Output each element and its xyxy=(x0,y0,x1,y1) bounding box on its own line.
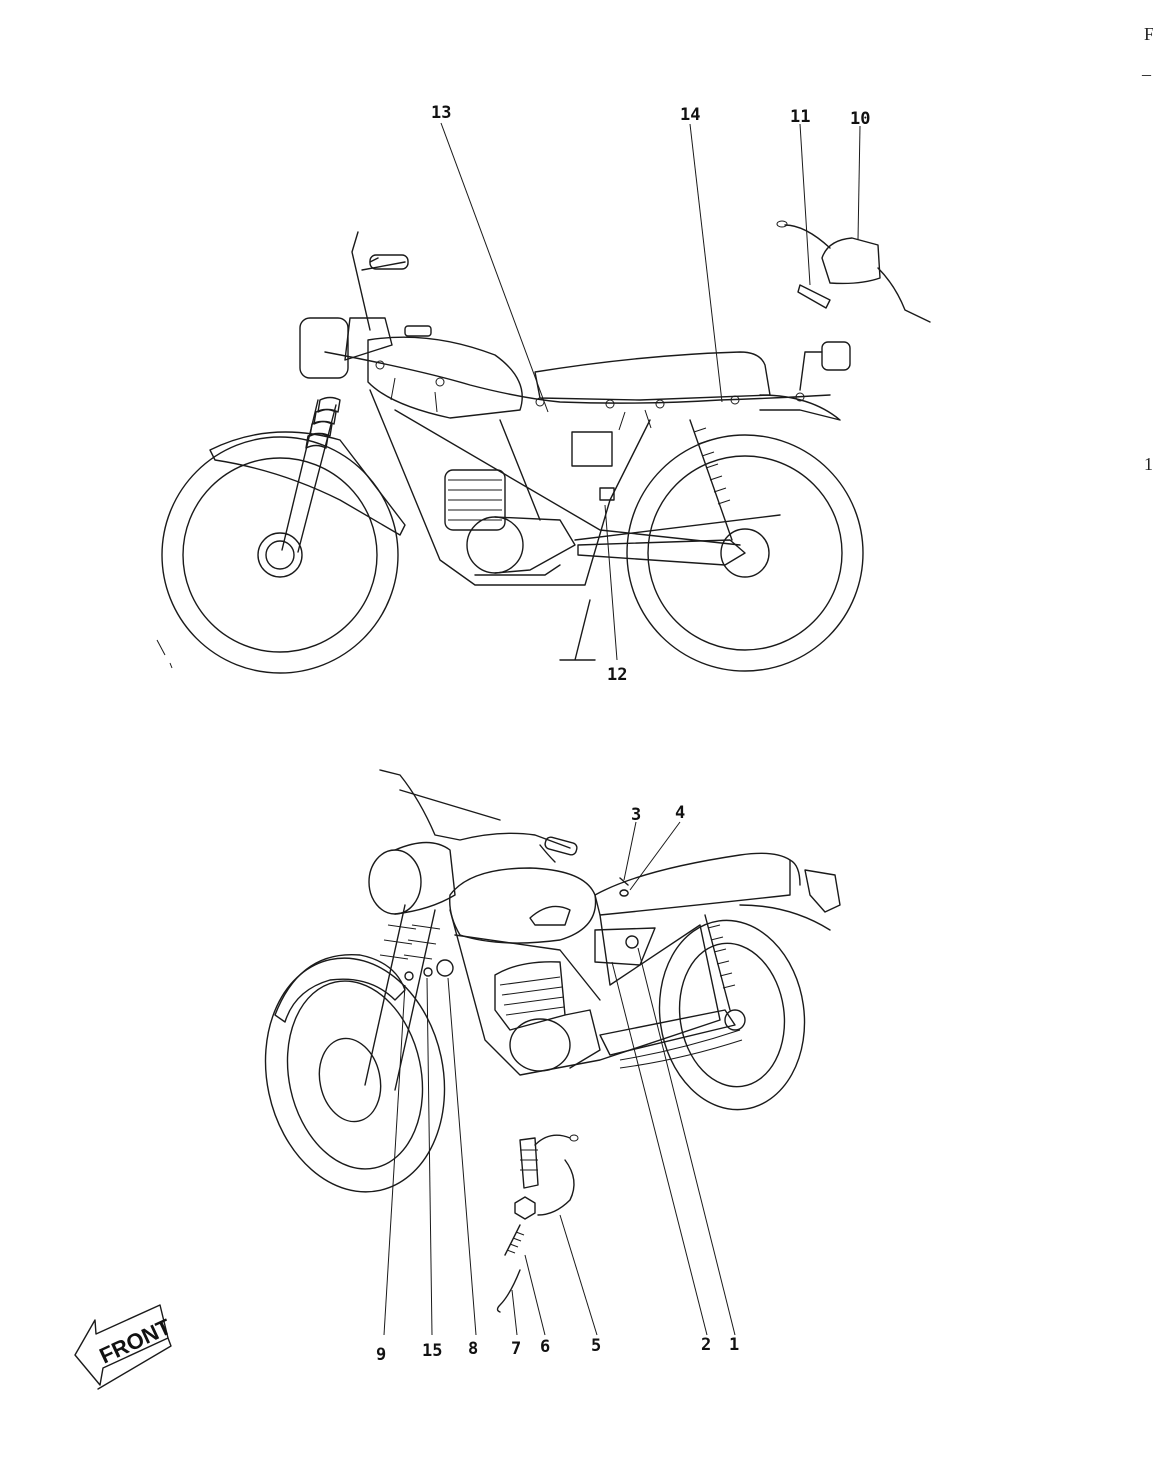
tank-emblem xyxy=(529,905,571,926)
edge-mark-top: F xyxy=(1144,24,1153,44)
bottom-leader-lines xyxy=(383,821,736,1336)
front-tire xyxy=(161,436,399,674)
rear-tire-2 xyxy=(658,919,806,1111)
callout-10: 10 xyxy=(850,109,870,129)
headlight xyxy=(299,317,349,379)
switch-lead-wire xyxy=(537,1159,575,1216)
battery-strap xyxy=(599,487,615,501)
edge-mark-right: 1 xyxy=(1144,454,1153,474)
engine-cylinder xyxy=(444,469,506,531)
bolt-head xyxy=(404,971,414,981)
fuel-tank xyxy=(367,336,523,419)
spark-plug-cap xyxy=(797,284,831,309)
tail-light xyxy=(821,341,851,371)
tail-light-2 xyxy=(789,859,841,913)
rear-tire xyxy=(626,434,864,672)
engine-cylinder-2 xyxy=(494,961,566,1031)
seat-2 xyxy=(594,852,791,916)
washer xyxy=(423,967,433,977)
hook-clip xyxy=(496,1269,521,1313)
ignition-coil xyxy=(821,237,881,285)
callout-11: 11 xyxy=(790,107,810,127)
front-rim xyxy=(182,457,378,653)
callout-9: 9 xyxy=(376,1345,386,1365)
seat-screw xyxy=(619,877,629,897)
front-fender xyxy=(209,431,406,536)
neutral-switch-parts xyxy=(496,1134,579,1313)
seat xyxy=(534,351,771,401)
handlebar-2 xyxy=(379,769,571,849)
grommet xyxy=(436,959,454,977)
callout-8: 8 xyxy=(468,1339,478,1359)
rear-fender-2 xyxy=(739,904,831,931)
engine-cover xyxy=(466,516,524,574)
swingarm xyxy=(577,539,746,566)
callout-7: 7 xyxy=(511,1339,521,1359)
callout-13: 13 xyxy=(431,103,451,123)
callout-15: 15 xyxy=(422,1341,442,1361)
frame-2 xyxy=(449,909,721,1076)
fuel-tank-2 xyxy=(449,867,597,944)
front-arrow: FRONT xyxy=(74,1304,176,1390)
frame xyxy=(369,389,781,586)
swingarm-2 xyxy=(599,1009,736,1056)
exhaust xyxy=(474,564,561,576)
rear-hub xyxy=(720,528,770,578)
engine-cover-2 xyxy=(509,1018,571,1072)
front-arrow-label: FRONT xyxy=(96,1314,176,1369)
rear-shock-2 xyxy=(704,914,731,1011)
battery xyxy=(571,431,613,467)
edge-mark-dash: – xyxy=(1141,64,1152,84)
front-fork-2 xyxy=(364,904,436,1091)
callout-3: 3 xyxy=(631,805,641,825)
wiring-harness xyxy=(324,351,831,404)
front-tire-2 xyxy=(264,957,446,1193)
fork-boot xyxy=(305,396,341,449)
callout-14: 14 xyxy=(680,105,700,125)
drive-chain xyxy=(619,1029,743,1069)
ignition-coil-parts xyxy=(776,220,931,323)
side-panel-bolt xyxy=(625,935,639,949)
headlight-2 xyxy=(368,849,422,915)
callout-5: 5 xyxy=(591,1336,601,1356)
rear-fender xyxy=(759,394,841,421)
callout-6: 6 xyxy=(540,1337,550,1357)
top-leader-lines xyxy=(440,122,861,661)
bottom-motorcycle-drawing xyxy=(264,769,841,1193)
rear-hub-2 xyxy=(724,1009,746,1031)
nut xyxy=(514,1196,536,1220)
front-fender-2 xyxy=(274,953,406,1023)
front-hub xyxy=(257,532,303,578)
switch-body xyxy=(519,1137,539,1189)
handlebar xyxy=(351,231,406,331)
callout-12: 12 xyxy=(607,665,627,685)
front-hub-2 xyxy=(318,1037,382,1123)
rear-rim xyxy=(647,455,843,651)
callout-2: 2 xyxy=(701,1335,711,1355)
top-motorcycle-drawing xyxy=(156,231,864,674)
callout-1: 1 xyxy=(729,1335,739,1355)
callout-4: 4 xyxy=(675,803,685,823)
center-stand xyxy=(559,599,596,661)
